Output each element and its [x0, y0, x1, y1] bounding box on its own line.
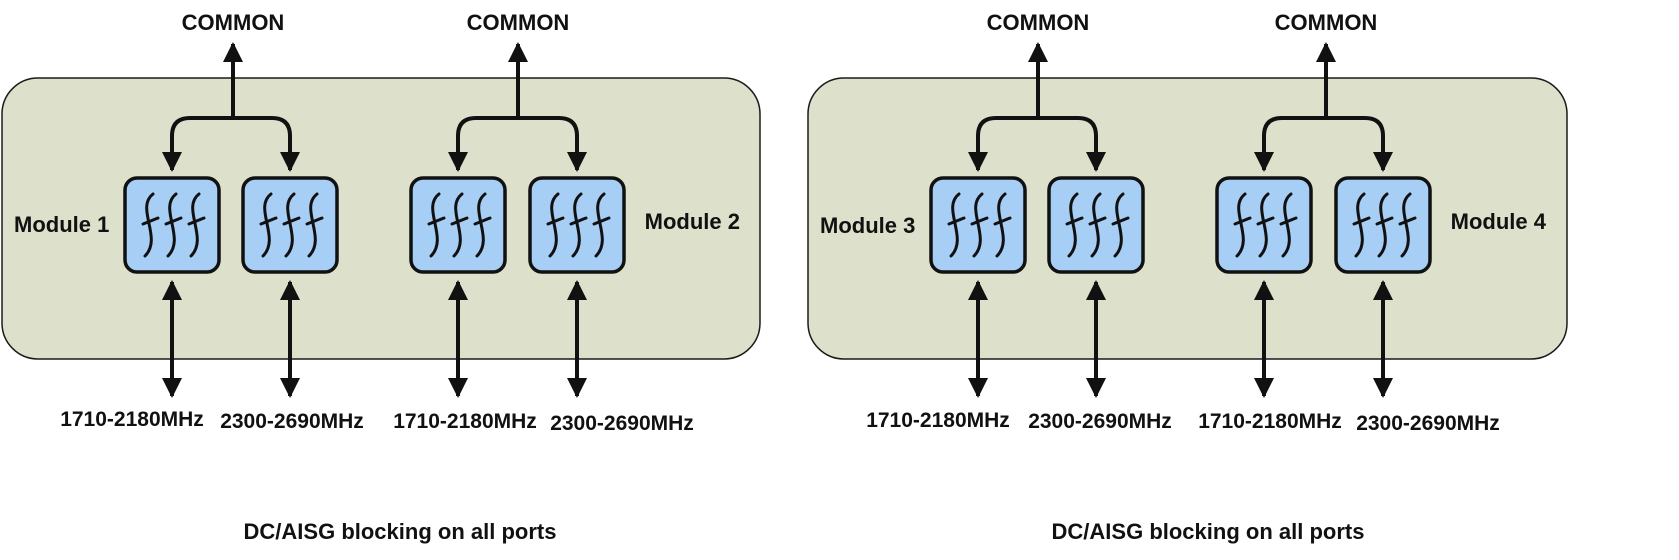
combiner-bracket	[162, 116, 300, 172]
diplexer-group: COMMON Module 2 1710-2180MHz 2300-2690MHz	[393, 10, 740, 435]
band-port-label: 2300-2690MHz	[550, 412, 694, 435]
diplexer-group: COMMON Module 3 1710-2180MHz 2300-2690MHz	[820, 10, 1172, 433]
diplexer-group: COMMON Module 4 1710-2180MHz 2300-2690MHz	[1198, 10, 1547, 435]
common-port-label: COMMON	[1275, 10, 1378, 35]
footer-note: DC/AISG blocking on all ports	[244, 519, 557, 544]
combiner-bracket	[1254, 116, 1393, 172]
bandpass-filter-icon	[409, 176, 507, 274]
combiner-bracket	[968, 116, 1106, 172]
module-label: Module 2	[645, 209, 740, 234]
diplexer-group: COMMON Module 1 1710-2180MHz 2300-2690MHz	[14, 10, 364, 433]
footer-note: DC/AISG blocking on all ports	[1052, 519, 1365, 544]
module-label: Module 1	[14, 212, 109, 237]
bandpass-filter-icon	[1334, 176, 1432, 274]
module-label: Module 4	[1451, 209, 1547, 234]
bandpass-filter-icon	[123, 176, 221, 274]
bandpass-filter-icon	[241, 176, 339, 274]
common-port-label: COMMON	[182, 10, 285, 35]
band-port-label: 2300-2690MHz	[1028, 410, 1172, 433]
band-port-label: 2300-2690MHz	[1356, 412, 1500, 435]
band-port-label: 2300-2690MHz	[220, 410, 364, 433]
bandpass-filter-icon	[929, 176, 1027, 274]
combiner-bracket	[448, 116, 587, 172]
module-label: Module 3	[820, 213, 915, 238]
common-port-label: COMMON	[987, 10, 1090, 35]
common-port-label: COMMON	[467, 10, 570, 35]
bandpass-filter-icon	[1047, 176, 1145, 274]
band-port-label: 1710-2180MHz	[1198, 410, 1342, 433]
band-port-label: 1710-2180MHz	[866, 409, 1010, 432]
bandpass-filter-icon	[1215, 176, 1313, 274]
bandpass-filter-icon	[528, 176, 626, 274]
band-port-label: 1710-2180MHz	[60, 408, 204, 431]
band-port-label: 1710-2180MHz	[393, 410, 537, 433]
